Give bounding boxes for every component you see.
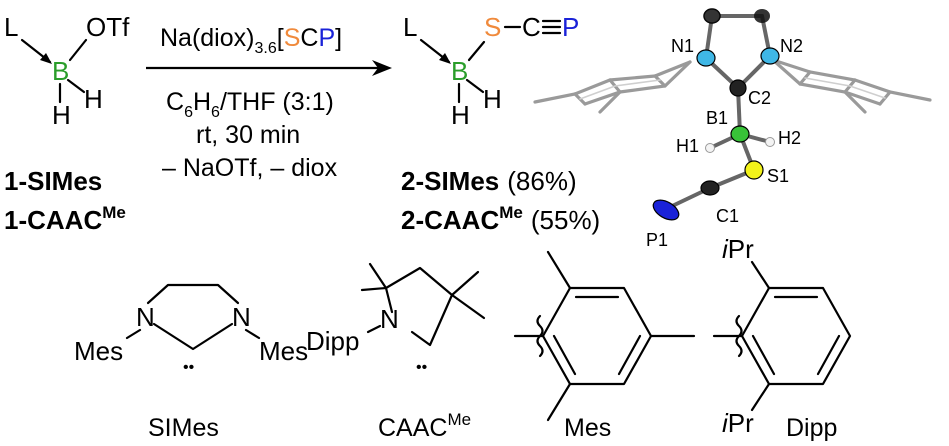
- atom-label-N1: N1: [671, 36, 694, 56]
- reagent-line: Na(diox)3.6[SCP]: [160, 24, 342, 57]
- ellipsoid-N1: [696, 49, 716, 67]
- reactant-H-left: H: [52, 100, 71, 130]
- ellipsoid-C-backbone-left: [703, 8, 721, 24]
- atom-label-H1: H1: [676, 136, 699, 156]
- simes-sub-left: Mes: [74, 336, 123, 366]
- atom-label-N2: N2: [780, 36, 803, 56]
- mes-wavy-attachment: [536, 314, 544, 358]
- dipp-iPr-bottom: iPr: [722, 408, 754, 438]
- product-label-caac: 2-CAACMe(55%): [401, 203, 600, 235]
- product-C-P-triple-bond: [541, 19, 562, 35]
- dipp-wavy-attachment: [735, 314, 743, 358]
- atom-label-C2: C2: [748, 88, 771, 108]
- ligand-simes: N N Mes Mes •• SIMes: [74, 283, 308, 442]
- ellipsoid-P1: [652, 199, 680, 221]
- crystal-structure: N1 N2 C2 B1 H1 H2 S1 C1 P1: [533, 8, 932, 250]
- dipp-caption: Dipp: [786, 414, 837, 442]
- product-B-S-bond: [467, 40, 486, 62]
- reactant-structure: L B OTf H H: [4, 12, 130, 130]
- product-H-right: H: [483, 84, 502, 114]
- reactant-B: B: [52, 56, 69, 86]
- reactant-B-O-bond: [68, 38, 88, 62]
- ellipsoid-C-backbone-right: [754, 9, 770, 23]
- start-label-simes: 1-SIMes: [4, 166, 102, 196]
- product-P: P: [562, 12, 579, 42]
- ellipsoid-N2: [760, 47, 780, 65]
- conditions-line: rt, 30 min: [196, 121, 300, 149]
- reactant-H-right: H: [84, 84, 103, 114]
- atom-label-B1: B1: [706, 108, 728, 128]
- atom-H1: [705, 143, 715, 153]
- caac-caption: CAACMe: [378, 410, 471, 442]
- caac-N: N: [380, 304, 399, 334]
- ligand-caac: N Dipp •• CAACMe: [306, 262, 486, 442]
- simes-N-left: N: [136, 302, 155, 332]
- simes-caption: SIMes: [148, 414, 219, 442]
- atom-label-S1: S1: [767, 166, 789, 186]
- start-label-caac: 1-CAACMe: [4, 203, 126, 235]
- byproducts-line: – NaOTf, – diox: [162, 154, 338, 182]
- atom-label-P1: P1: [646, 230, 668, 250]
- product-S: S: [484, 12, 501, 42]
- product-L: L: [403, 12, 417, 42]
- product-H-left: H: [451, 100, 470, 130]
- ellipsoid-S1: [744, 160, 764, 180]
- substituent-mes: Mes: [513, 250, 696, 442]
- product-structure: L B S C P H H: [403, 12, 579, 130]
- product-B-H-bond-right: [465, 78, 485, 94]
- simes-sub-right: Mes: [259, 336, 308, 366]
- ellipsoid-C1: [700, 180, 720, 196]
- product-C: C: [522, 12, 541, 42]
- simes-carbene-dots: ••: [183, 359, 194, 376]
- ellipsoid-B1: [730, 125, 750, 143]
- reactant-arrowhead: [40, 53, 52, 64]
- solvent-line: C6H6/THF (3:1): [166, 88, 334, 121]
- atom-H2: [765, 137, 775, 147]
- product-arrowhead: [439, 53, 451, 64]
- reactant-L: L: [4, 12, 18, 42]
- simes-N-right: N: [232, 302, 251, 332]
- mes-caption: Mes: [564, 414, 611, 442]
- ellipsoid-C2: [729, 79, 747, 97]
- atom-label-H2: H2: [778, 128, 801, 148]
- product-label-simes: 2-SIMes(86%): [401, 166, 577, 196]
- atom-label-C1: C1: [716, 206, 739, 226]
- product-B: B: [451, 56, 468, 86]
- mesityl-sticks: [533, 58, 932, 114]
- dipp-iPr-top: iPr: [722, 234, 754, 264]
- substituent-dipp: iPr iPr Dipp: [712, 234, 852, 442]
- caac-sub: Dipp: [306, 326, 359, 356]
- caac-carbene-dots: ••: [416, 359, 427, 376]
- reactant-OTf: OTf: [86, 12, 130, 42]
- reaction-arrow-head: [372, 60, 392, 76]
- reactant-B-H-bond-right: [66, 78, 86, 94]
